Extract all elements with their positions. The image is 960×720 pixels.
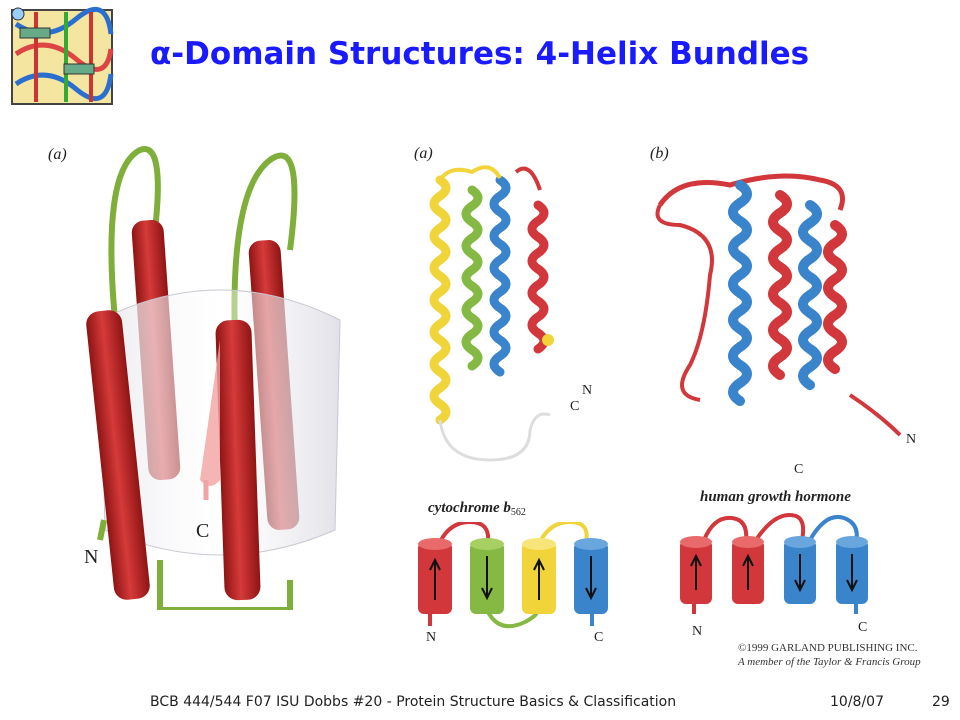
growth-hormone-ribbon-diagram: [655, 173, 902, 437]
footer-date: 10/8/07: [830, 694, 884, 710]
growth-hormone-topo-n-label: N: [692, 624, 703, 639]
left-n-label: N: [84, 546, 99, 568]
cytochrome-topo-c-label: C: [594, 630, 604, 645]
panel-label-left-a: (a): [48, 146, 67, 163]
panel-label-middle-a: (a): [414, 145, 433, 162]
cytochrome-caption-sub: 562: [510, 507, 526, 518]
middle-n-label: N: [582, 383, 593, 398]
cytochrome-caption: cytochrome b562: [428, 500, 526, 518]
slide-title: α-Domain Structures: 4-Helix Bundles: [150, 36, 810, 72]
right-n-label: N: [906, 432, 917, 447]
growth-hormone-topology-diagram: [680, 513, 868, 614]
copyright-notice: ©1999 GARLAND PUBLISHING INC. A member o…: [738, 641, 921, 669]
footer-page-number: 29: [932, 694, 950, 710]
cytochrome-caption-text: cytochrome b: [428, 500, 511, 516]
copyright-line1: ©1999 GARLAND PUBLISHING INC.: [738, 642, 918, 654]
footer-course: BCB 444/544 F07 ISU Dobbs #20 - Protein …: [150, 694, 677, 710]
copyright-line2: A member of the Taylor & Francis Group: [738, 656, 921, 668]
helix-bundle-cylinder-diagram: [86, 146, 341, 610]
logo-icon: [11, 7, 114, 105]
panel-label-right-b: (b): [650, 145, 669, 162]
cytochrome-topology-diagram: [418, 522, 608, 629]
growth-hormone-caption: human growth hormone: [700, 489, 851, 505]
middle-c-label: C: [570, 399, 580, 414]
growth-hormone-topo-c-label: C: [858, 620, 868, 635]
right-c-label: C: [794, 462, 804, 477]
cytochrome-ribbon-diagram: [429, 165, 554, 462]
cytochrome-topo-n-label: N: [426, 630, 437, 645]
left-c-label: C: [196, 520, 210, 542]
